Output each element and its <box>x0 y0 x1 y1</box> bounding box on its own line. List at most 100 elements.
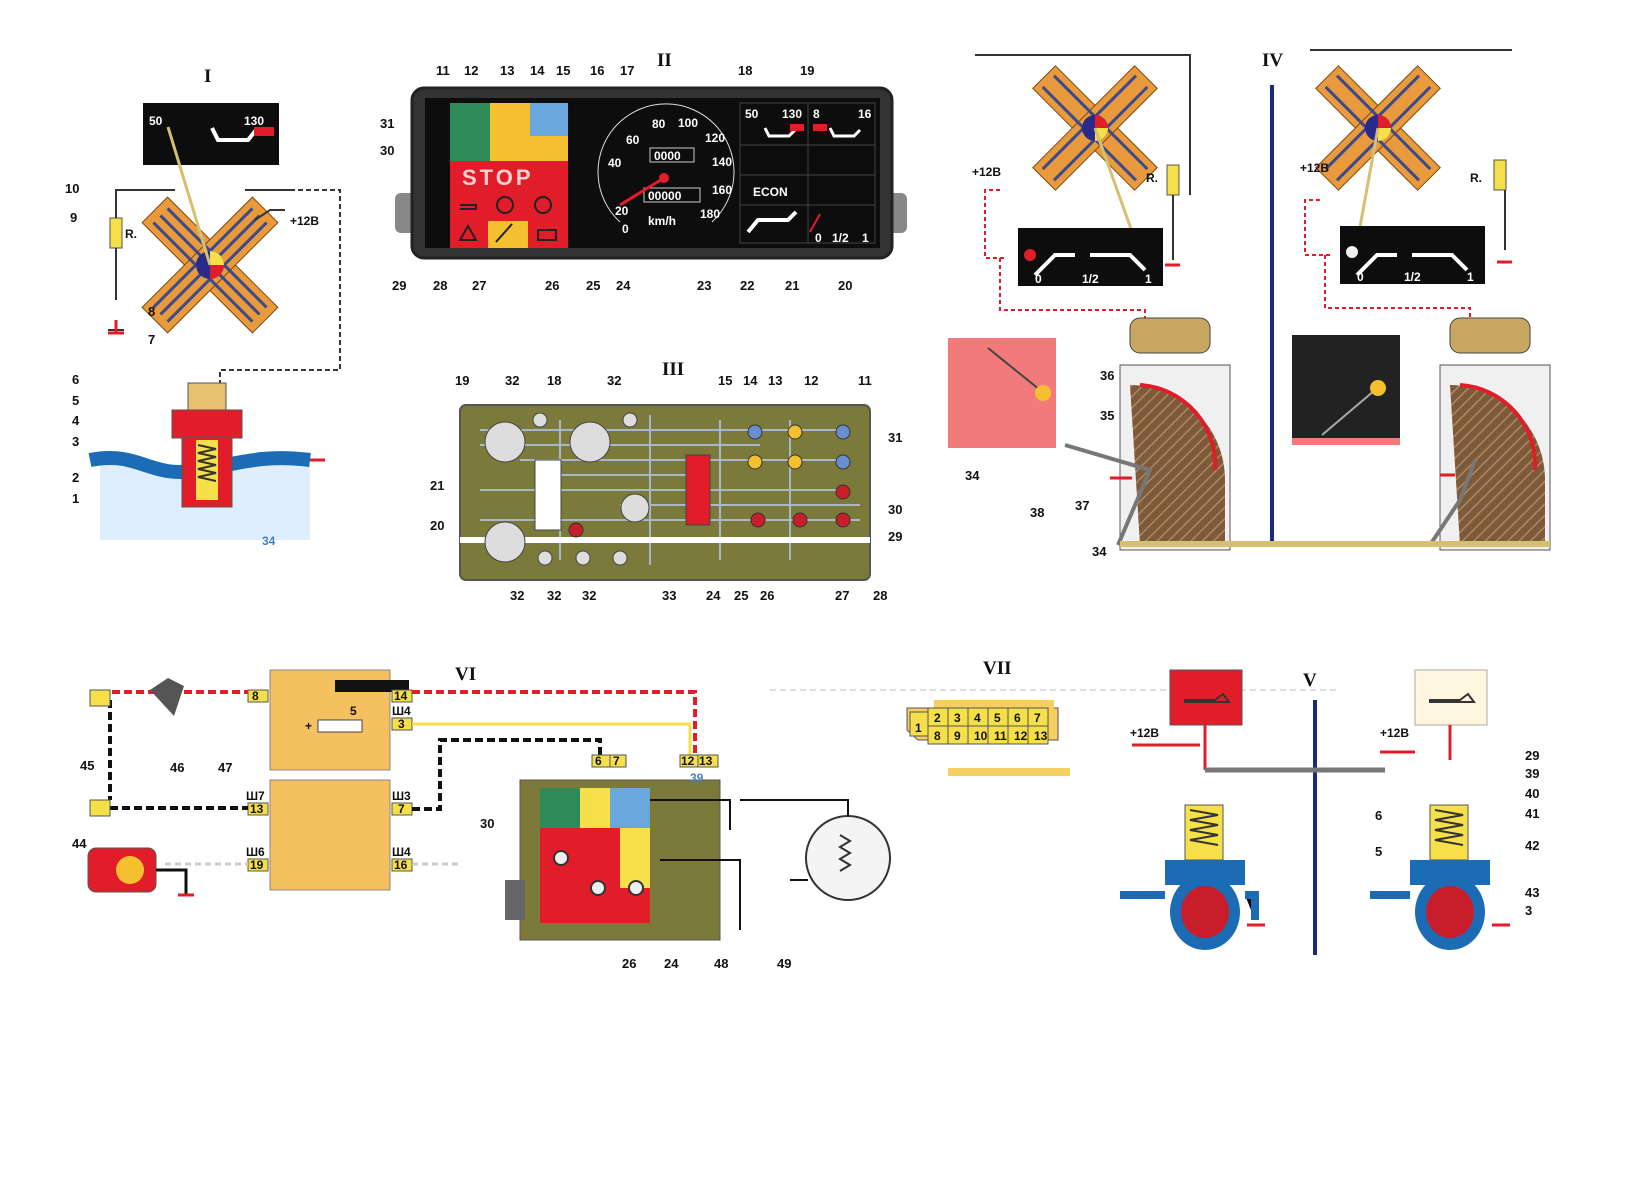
pcb-callout-26: 26 <box>760 588 774 603</box>
pcb-callout-32e: 32 <box>582 588 596 603</box>
pcb-callout-21: 21 <box>430 478 444 493</box>
callout-12: 12 <box>464 63 478 78</box>
callout-27: 27 <box>472 278 486 293</box>
callout-19: 19 <box>800 63 814 78</box>
connector-pin-11: 11 <box>994 729 1007 743</box>
fuel-right-r: R. <box>1470 171 1482 185</box>
sender-hex-body <box>171 409 243 439</box>
callout-21: 21 <box>785 278 799 293</box>
section-label-5: V <box>1303 670 1317 691</box>
vi-callout-49: 49 <box>777 956 791 971</box>
callout-29: 29 <box>392 278 406 293</box>
v-callout-41: 41 <box>1525 806 1539 821</box>
connector-pin-4: 4 <box>974 711 981 725</box>
connector-pin-7: 7 <box>1034 711 1041 725</box>
fuel-right-1: 1 <box>1467 270 1474 284</box>
resistor-r <box>109 217 123 249</box>
pcb-callout-27: 27 <box>835 588 849 603</box>
tank-sensor-left <box>1064 317 1231 551</box>
callout-15: 15 <box>556 63 570 78</box>
i-callout-2: 2 <box>72 470 79 485</box>
pcb-callout-13: 13 <box>768 373 782 388</box>
callout-14: 14 <box>530 63 545 78</box>
vi-callout-30: 30 <box>480 816 494 831</box>
temp-max: 130 <box>782 107 802 121</box>
callout-11: 11 <box>436 63 450 78</box>
lamp-11 <box>450 103 490 136</box>
sensor-number: 34 <box>262 534 276 548</box>
speed-tick-100: 100 <box>678 116 698 130</box>
conn-13: 13 <box>699 754 713 768</box>
speed-tick-180: 180 <box>700 207 720 221</box>
section-3-printed-circuit-board: III 19 32 18 32 15 14 13 12 11 2 <box>430 359 902 603</box>
fuel-right-0: 0 <box>1357 270 1364 284</box>
oil-supply-left: +12В <box>1130 726 1159 740</box>
connector-pin-5: 5 <box>994 711 1001 725</box>
pin-sh4-bottom: Ш4 <box>392 845 411 859</box>
section-label-2: II <box>657 50 672 71</box>
section-label-7: VII <box>983 658 1012 679</box>
pcb-callout-18: 18 <box>547 373 561 388</box>
lamp-31 <box>450 136 490 161</box>
odometer: 00000 <box>648 189 682 203</box>
pin-16: 16 <box>394 858 408 872</box>
fuel-half: 1/2 <box>832 231 849 245</box>
v-callout-6: 6 <box>1375 808 1382 823</box>
section-label-6: VI <box>455 664 476 685</box>
i-callout-7: 7 <box>148 332 155 347</box>
fuel-right-supply: +12В <box>1300 161 1329 175</box>
tank-sensor-right <box>1428 317 1551 551</box>
connector-pin-cell <box>1027 725 1049 745</box>
pin-3: 3 <box>398 717 405 731</box>
speed-tick-80: 80 <box>652 117 666 131</box>
pcb-callout-12: 12 <box>804 373 818 388</box>
pin-sh6: Ш6 <box>246 845 265 859</box>
temp-min: 50 <box>745 107 759 121</box>
v-callout-42: 42 <box>1525 838 1539 853</box>
conn-12: 12 <box>681 754 695 768</box>
pcb-callout-32c: 32 <box>510 588 524 603</box>
pcb-callout-28: 28 <box>873 588 887 603</box>
oil-lamp-off <box>1414 669 1488 726</box>
v-callout-5: 5 <box>1375 844 1382 859</box>
pin-sh7: Ш7 <box>246 789 265 803</box>
lamp-14 <box>490 136 568 161</box>
vi-callout-47: 47 <box>218 760 232 775</box>
callout-26: 26 <box>545 278 559 293</box>
vi-callout-46: 46 <box>170 760 184 775</box>
fuel-right-half: 1/2 <box>1404 270 1421 284</box>
lamp-13 <box>490 103 530 136</box>
callout-17: 17 <box>620 63 634 78</box>
label-39: 39 <box>690 771 704 785</box>
gauge-needle <box>166 126 212 266</box>
v-callout-39: 39 <box>1525 766 1539 781</box>
callout-22: 22 <box>740 278 754 293</box>
pcb-callout-30: 30 <box>888 502 902 517</box>
i-callout-6: 6 <box>72 372 79 387</box>
v-callout-40: 40 <box>1525 786 1539 801</box>
connector-pin-12: 12 <box>1014 729 1028 743</box>
section-4-fuel-gauge: IV 0 1/2 1 +12В R. 0 1/2 <box>948 49 1551 559</box>
callout-30: 30 <box>380 143 394 158</box>
iv-callout-34: 34 <box>965 468 980 483</box>
connector-pin-8: 8 <box>934 729 941 743</box>
fuse-label: 5 <box>350 704 357 718</box>
iv-callout-38: 38 <box>1030 505 1044 520</box>
trip-counter: 0000 <box>654 149 681 163</box>
section-label-1: I <box>204 66 211 87</box>
block-pins: 8 14 Ш4 3 Ш7 13 Ш3 7 Ш6 19 Ш4 16 <box>246 689 413 872</box>
speed-tick-140: 140 <box>712 155 732 169</box>
pin-14: 14 <box>394 689 408 703</box>
speed-tick-160: 160 <box>712 183 732 197</box>
speed-tick-0: 0 <box>622 222 629 236</box>
section-label-4: IV <box>1262 50 1283 71</box>
callout-28: 28 <box>433 278 447 293</box>
iv-callout-35: 35 <box>1100 408 1114 423</box>
pcb-callout-33: 33 <box>662 588 676 603</box>
connector-pin-2: 2 <box>934 711 941 725</box>
iv-callout-37: 37 <box>1075 498 1089 513</box>
stop-text: STOP <box>462 165 534 190</box>
i-callout-9: 9 <box>70 210 77 225</box>
